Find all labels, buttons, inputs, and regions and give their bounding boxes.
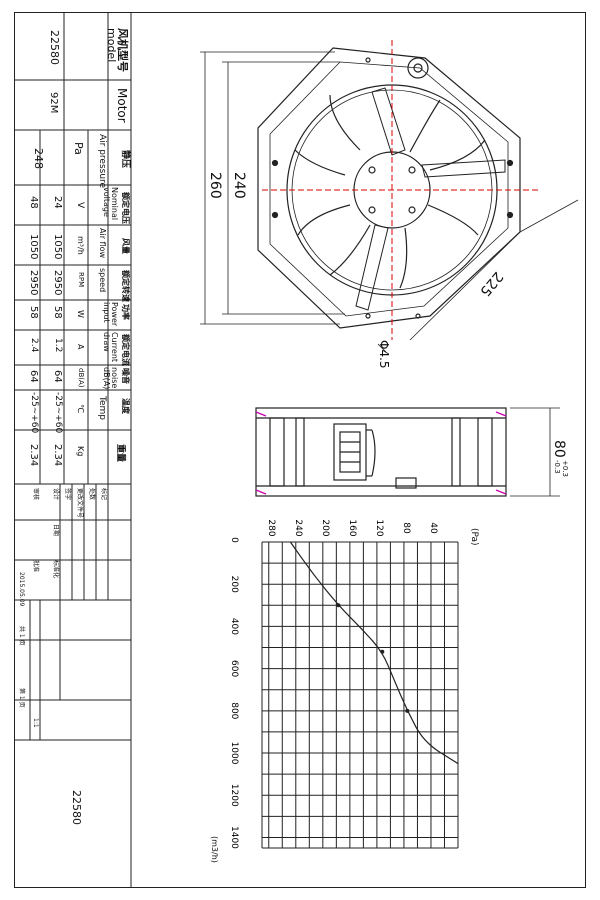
sheet-border	[14, 12, 586, 888]
chart-xlabel: (m3/h)	[210, 836, 219, 863]
chart-x-tick-label: 800	[229, 702, 239, 719]
chart-series-line	[289, 541, 459, 765]
chart-x-tick-label: 1000	[229, 742, 239, 765]
chart-x-tick-label: 400	[229, 618, 239, 635]
chart-y-tick-label: 200	[320, 519, 330, 536]
chart-y-tick-label: 80	[401, 522, 411, 534]
chart-y-tick-label: 280	[266, 519, 276, 536]
chart-y-tick-label: 240	[293, 519, 303, 536]
chart-y-tick-label: 40	[428, 522, 438, 534]
chart-ticks: 0 200 400 600 800 1000 1200 1400 40 80 120 160 200 24…	[229, 519, 438, 849]
chart-x-tick-label: 600	[229, 660, 239, 677]
chart-x-tick-label: 1200	[229, 784, 239, 807]
chart-x-tick-label: 200	[229, 576, 239, 593]
chart-point	[405, 708, 410, 713]
chart-y-tick-label: 120	[374, 519, 384, 536]
chart-point	[336, 603, 341, 608]
chart-grid	[261, 541, 459, 849]
fan-housing-outline	[257, 47, 521, 329]
chart-points	[336, 603, 410, 713]
chart-x-tick-label: 1400	[229, 826, 239, 849]
chart-point	[380, 649, 385, 654]
chart-x-tick-label: 0	[229, 537, 239, 543]
chart-ylabel: (Pa)	[469, 528, 479, 546]
chart-y-tick-label: 160	[347, 519, 357, 536]
